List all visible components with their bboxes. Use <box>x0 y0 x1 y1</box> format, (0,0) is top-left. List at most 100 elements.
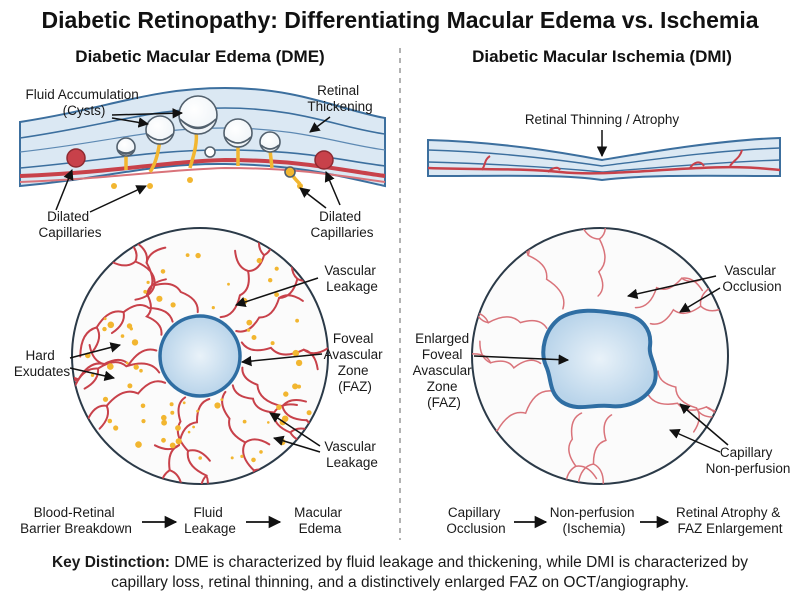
arrow-fluid-1 <box>111 117 150 128</box>
hard-exudate-dot <box>246 319 253 326</box>
dmi-vessel-branch <box>515 228 528 234</box>
fluid-accumulation-label: Fluid Accumulation (Cysts) <box>25 87 142 118</box>
hard-exudate-dot <box>170 410 175 415</box>
hard-exudate-dot <box>146 280 150 284</box>
hard-exudate-dot <box>133 364 139 370</box>
hard-exudate-dot <box>230 456 234 460</box>
vascular-leakage-top-label: Vascular Leakage <box>324 263 379 294</box>
enlarged-faz-label: Enlarged Foveal Avascular Zone (FAZ) <box>413 331 476 410</box>
hard-exudate-dot <box>196 409 200 413</box>
hard-exudate-dot <box>214 402 221 409</box>
dme-vessel-branch <box>83 367 100 390</box>
hard-exudate-dot <box>107 418 113 424</box>
dmi-flow-step-3: Retinal Atrophy & FAZ Enlargement <box>676 505 784 536</box>
dmi-vessel-branch <box>680 277 704 292</box>
arrow-enlarged-faz <box>473 354 570 365</box>
dmi-vessel-branch <box>454 289 462 312</box>
dme-flow-step-2: Fluid Leakage <box>184 505 236 536</box>
dme-vessel <box>72 348 158 393</box>
dmi-vessel <box>646 392 728 412</box>
hard-exudate-dot <box>139 368 143 373</box>
dme-vessel-branch <box>199 474 209 484</box>
vascular-leakage-bottom-label: Vascular Leakage <box>324 439 379 470</box>
arrow-faz <box>240 353 323 367</box>
hard-exudate-dot <box>268 278 273 283</box>
dmi-vessel-branch <box>580 228 601 240</box>
dme-fundus <box>71 227 329 485</box>
dmi-flow: Capillary Occlusion Non-perfusion (Ische… <box>446 505 784 536</box>
dmi-vessel-branch <box>734 384 747 404</box>
hard-exudate-dot <box>102 326 107 332</box>
dilated-capillary-right <box>314 150 334 170</box>
hard-exudate-dot <box>220 398 224 401</box>
dme-vessel-branch <box>110 311 125 335</box>
hard-exudate-dot <box>282 415 289 422</box>
dme-vessel-branch <box>234 249 250 272</box>
dmi-vessel <box>554 414 613 484</box>
dme-vessel-branch <box>110 260 137 267</box>
dme-flow-step-3: Macular Edema <box>294 505 346 536</box>
hard-exudate-dot <box>107 363 114 370</box>
hard-exudate-dot <box>161 414 167 421</box>
dme-vessel-branch <box>244 438 271 446</box>
dmi-vessel <box>508 228 565 310</box>
dmi-flow-step-2: Non-perfusion (Ischemia) <box>550 505 639 536</box>
hard-exudate-dot <box>103 317 107 321</box>
hard-exudate-dot <box>256 257 262 264</box>
main-title: Diabetic Retinopathy: Differentiating Ma… <box>41 7 758 33</box>
key-distinction-bold: Key Distinction: <box>52 554 170 571</box>
hard-exudate-dot <box>131 339 139 346</box>
dme-faz <box>158 314 242 398</box>
dme-vessel <box>130 238 163 336</box>
hard-exudate-dot <box>251 457 256 463</box>
dmi-vessel <box>597 228 608 297</box>
dmi-enlarged-faz <box>541 308 658 410</box>
hard-exudate-dot <box>283 391 289 397</box>
dmi-vessel <box>472 345 542 370</box>
arrow-nonperfusion-1 <box>679 403 729 446</box>
hard-exudate-dot <box>274 266 279 271</box>
hard-exudate-dot <box>227 282 230 286</box>
key-distinction-line-1: Key Distinction: DME is characterized by… <box>52 554 748 571</box>
arrow-dilated-left-1 <box>55 169 74 211</box>
hard-exudate-dot <box>169 402 174 407</box>
hard-exudate-dot <box>259 450 263 454</box>
hard-exudate-dot <box>267 421 270 424</box>
hard-exudate-dot <box>292 349 300 357</box>
hard-exudate-dot <box>161 419 168 426</box>
hard-exudates-label: Hard Exudates <box>14 348 71 379</box>
dilated-capillary-left <box>66 148 86 168</box>
arrow-leakage-top <box>235 277 319 308</box>
dme-vessel <box>72 361 161 400</box>
dme-vessel <box>176 396 209 484</box>
key-distinction-line-2: capillary loss, retinal thinning, and a … <box>111 574 689 591</box>
hard-exudate-dot <box>102 396 109 402</box>
faz-label: Foveal Avascular Zone (FAZ) <box>324 331 387 394</box>
dme-flow: Blood-Retinal Barrier Breakdown Fluid Le… <box>20 505 346 536</box>
hard-exudate-dot <box>90 373 95 377</box>
capillary-nonperfusion-label: Capillary Non-perfusion <box>706 445 791 476</box>
hard-exudate-dot <box>161 437 166 443</box>
hard-exudate-dot <box>175 425 181 431</box>
dmi-heading: Diabetic Macular Ischemia (DMI) <box>472 47 732 66</box>
hard-exudate-dot <box>125 361 129 365</box>
hard-exudate-dot <box>251 335 257 340</box>
dilated-capillaries-right-label: Dilated Capillaries <box>310 209 373 240</box>
hard-exudate-dot <box>160 269 166 274</box>
hard-exudate-dot <box>182 401 186 405</box>
arrow-dilated-right-2 <box>324 171 341 206</box>
arrow-nonperfusion-2 <box>669 429 721 453</box>
hard-exudate-dot <box>192 425 196 429</box>
hard-exudate-dot <box>246 328 251 332</box>
arrow-thickening <box>309 116 331 133</box>
dme-heading: Diabetic Macular Edema (DME) <box>75 47 324 66</box>
hard-exudate-dot <box>135 441 142 448</box>
hard-exudate-dot <box>274 292 279 297</box>
dmi-vessel-branch <box>575 465 598 480</box>
dme-vessel-branch <box>98 404 110 430</box>
dme-vessel <box>124 237 199 314</box>
hard-exudate-dot <box>185 253 190 257</box>
hard-exudate-dot <box>292 383 299 390</box>
hard-exudate-dot <box>141 419 146 424</box>
